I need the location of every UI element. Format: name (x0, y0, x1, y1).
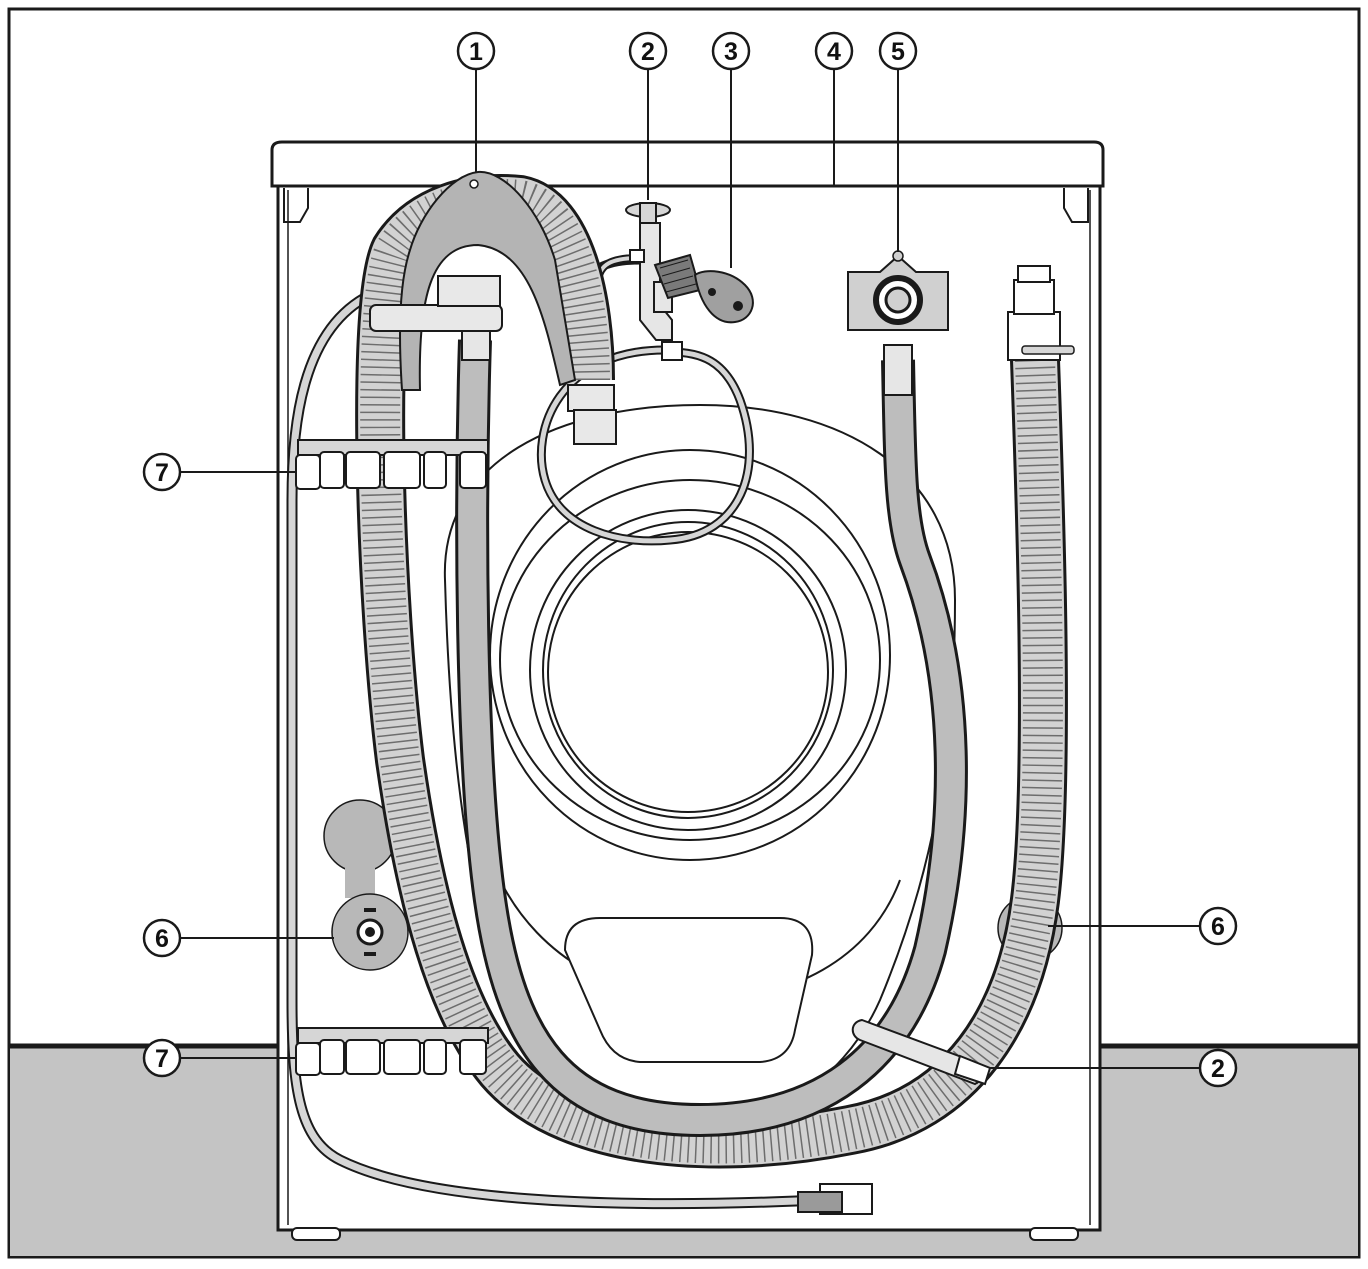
callout-1: 1 (456, 31, 496, 71)
transit-bolt-left (323, 799, 409, 971)
callout-label: 6 (1211, 913, 1225, 941)
hose-bracket (399, 170, 577, 391)
cable-socket-box (797, 1183, 873, 1215)
callout-label: 6 (155, 925, 169, 953)
callout-label: 7 (155, 459, 169, 487)
callout-label: 3 (724, 38, 738, 66)
drain-hose-end (1007, 265, 1075, 361)
callout-5: 5 (878, 31, 918, 71)
callout-4: 4 (814, 31, 854, 71)
callouts: 1 2 3 4 5 7 6 7 (142, 31, 1238, 1088)
leader-lines (180, 70, 1200, 1069)
lid (270, 140, 1105, 188)
callout-label: 5 (891, 38, 905, 66)
t-key-top (625, 202, 683, 361)
callout-7-upper: 7 (142, 452, 182, 492)
callout-label: 4 (827, 38, 841, 66)
cable-clips-upper (295, 439, 489, 490)
service-cover (563, 917, 814, 1063)
callout-3: 3 (711, 31, 751, 71)
foot-right (1029, 1227, 1079, 1241)
callout-2-right: 2 (1198, 1048, 1238, 1088)
callout-2-top: 2 (628, 31, 668, 71)
callout-6-right: 6 (1198, 906, 1238, 946)
callout-label: 2 (641, 38, 655, 66)
callout-6-left: 6 (142, 918, 182, 958)
water-inlet-valve (847, 250, 949, 331)
callout-7-lower: 7 (142, 1038, 182, 1078)
callout-label: 1 (469, 38, 483, 66)
cable-clips-lower (295, 1027, 489, 1076)
power-plug (653, 253, 754, 324)
foot-left (291, 1227, 341, 1241)
callout-label: 7 (155, 1045, 169, 1073)
t-key-lower (851, 1018, 992, 1086)
callout-label: 2 (1211, 1055, 1225, 1083)
